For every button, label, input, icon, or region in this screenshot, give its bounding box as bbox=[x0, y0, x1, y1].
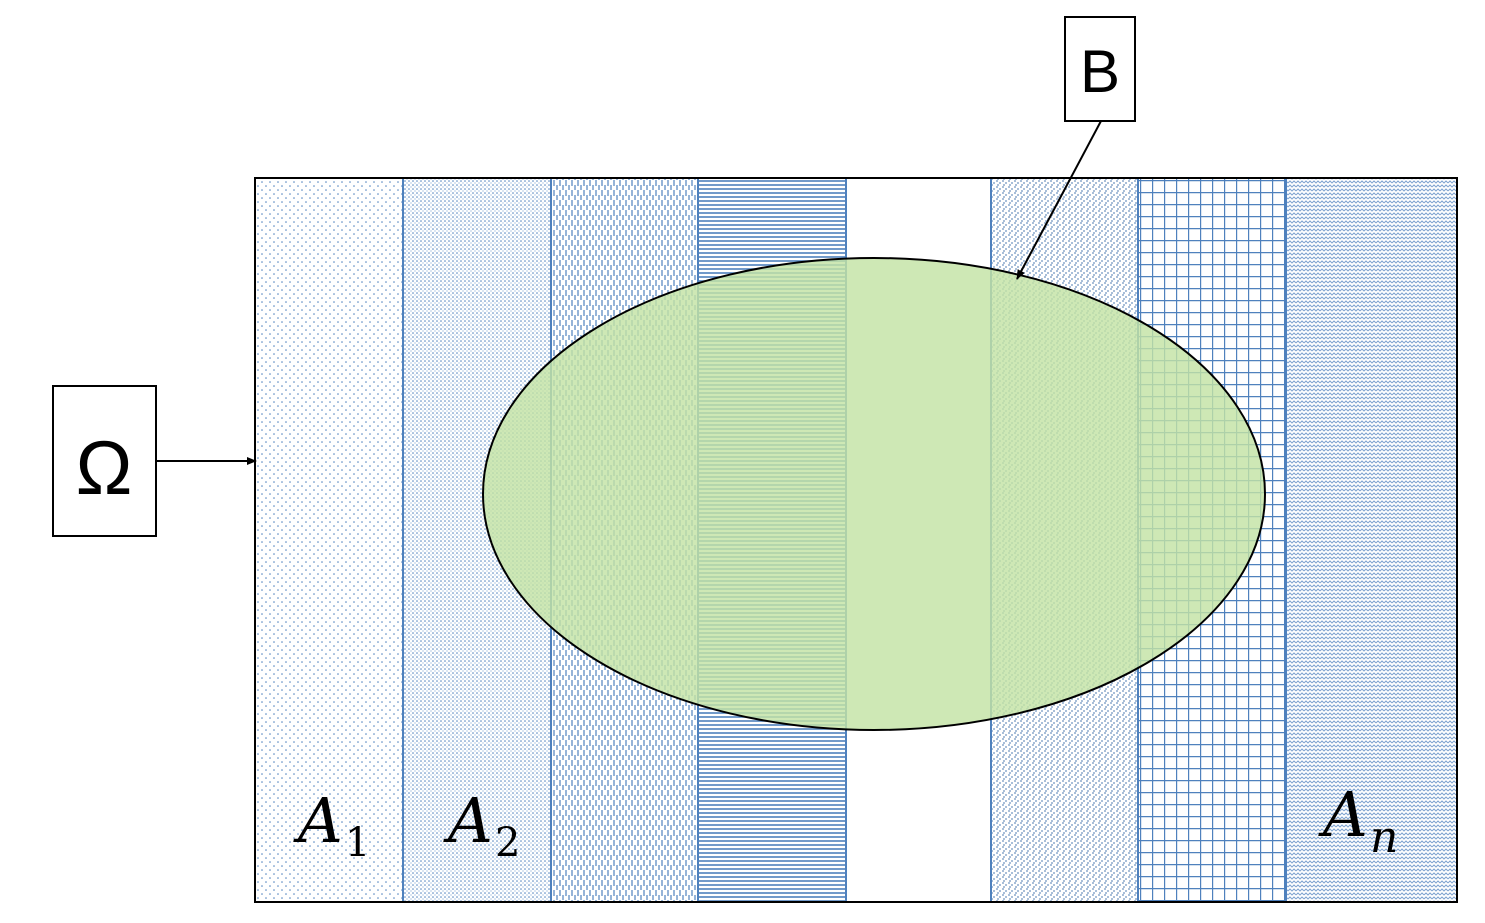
a1-subscript: 1 bbox=[345, 820, 370, 866]
partition-an bbox=[1285, 177, 1458, 903]
a1-base: A bbox=[293, 784, 343, 857]
b-label: B bbox=[1080, 38, 1120, 105]
partition-label-a1: A 1 bbox=[293, 784, 370, 866]
an-subscript: n bbox=[1370, 812, 1398, 863]
sample-space-frame bbox=[254, 177, 1458, 903]
partition-a1 bbox=[254, 177, 404, 903]
event-b-ellipse bbox=[482, 257, 1266, 731]
omega-label-box bbox=[52, 385, 157, 537]
a2-subscript: 2 bbox=[495, 820, 520, 866]
a2-base: A bbox=[443, 784, 493, 857]
partition-label-a2: A 2 bbox=[443, 784, 520, 866]
b-arrow bbox=[1016, 120, 1102, 280]
b-label-box bbox=[1064, 16, 1136, 122]
omega-label: Ω bbox=[76, 426, 133, 511]
an-base: A bbox=[1318, 778, 1368, 851]
partition-label-an: A n bbox=[1318, 778, 1398, 863]
